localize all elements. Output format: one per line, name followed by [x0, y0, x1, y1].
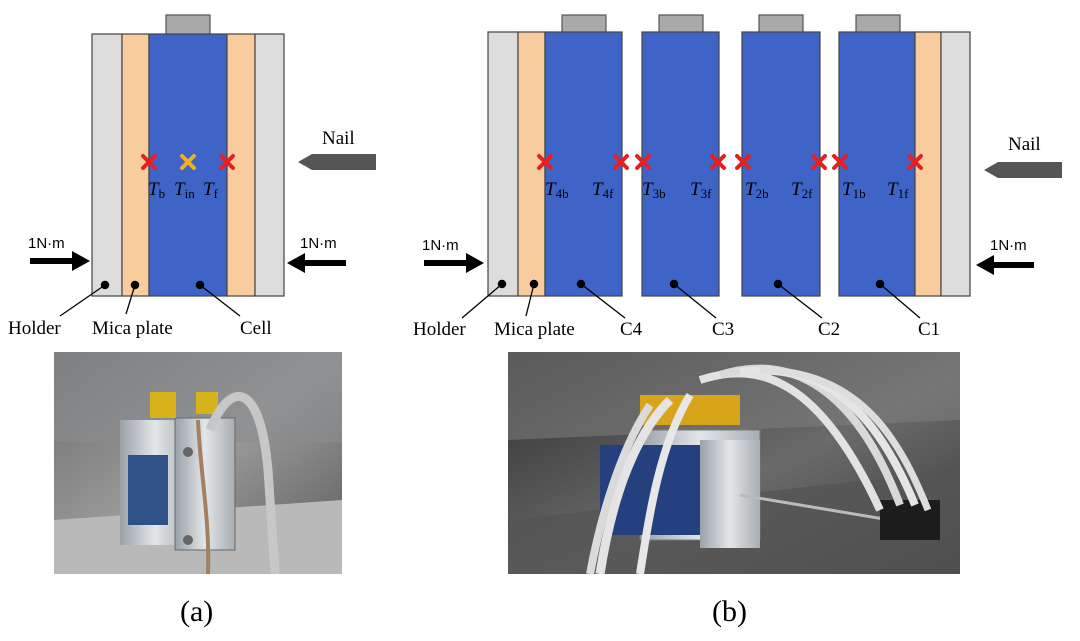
panel-b-label-t2f: T2f	[791, 179, 813, 201]
panel-b-schematic: T4b T4f T3b T3f T2b T2f T1b T1f Nail 1N·…	[413, 14, 1062, 340]
panel-b-markers	[537, 154, 923, 170]
panel-b-marker-t3f	[710, 154, 726, 170]
panel-b-holder-label: Holder	[413, 319, 466, 340]
panel-b-c2-label: C2	[818, 319, 840, 340]
panel-b-marker-t4f	[613, 154, 629, 170]
panel-b-torque-right-label: 1N·m	[990, 237, 1027, 254]
panel-a-marker-tb	[141, 154, 157, 170]
panel-b-c3-label: C3	[712, 319, 734, 340]
panel-b-cell-c4	[544, 31, 623, 297]
panel-b-cell-c3	[641, 31, 720, 297]
panel-b-label-t2b: T2b	[745, 179, 769, 201]
panel-a-label-tb: Tb	[148, 179, 165, 201]
panel-b-holder-left	[487, 31, 519, 297]
panel-a-nail-label: Nail	[322, 128, 355, 149]
panel-b-leaders	[461, 279, 921, 319]
panel-a-label-tf: Tf	[203, 179, 219, 201]
panel-a-torque-right-label: 1N·m	[300, 235, 337, 252]
panel-b-tab-c2	[758, 14, 804, 34]
panel-b-label-t1b: T1b	[842, 179, 866, 201]
panel-a-holder-label: Holder	[8, 318, 61, 339]
panel-a-photo	[54, 352, 342, 575]
panel-b-torque-right-arrow-icon	[976, 255, 1034, 275]
panel-a-nail-icon	[298, 154, 376, 170]
panel-b-label-t3f: T3f	[690, 179, 712, 201]
panel-b-cell-c2	[741, 31, 821, 297]
panel-a-schematic: Tb Tin Tf Nail 1N·m 1N·m Holder Mica pla…	[8, 14, 376, 339]
panel-b-tab-c4	[561, 14, 607, 34]
panel-b-nail-icon	[984, 162, 1062, 178]
panel-a-label-tin: Tin	[174, 179, 195, 201]
panel-b-marker-t2b	[735, 154, 751, 170]
panel-b-tab-c3	[658, 14, 704, 34]
panel-a-torque-left-label: 1N·m	[28, 235, 65, 252]
panel-b-caption: (b)	[712, 595, 747, 628]
panel-b-torque-left-label: 1N·m	[422, 237, 459, 254]
panel-b-c4-label: C4	[620, 319, 643, 340]
panel-a-leaders	[59, 280, 241, 317]
panel-b-tab-c1	[855, 14, 901, 34]
panel-b-marker-t1b	[832, 154, 848, 170]
panel-b-label-t4b: T4b	[545, 179, 569, 201]
panel-b-nail-label: Nail	[1008, 134, 1041, 155]
panel-b-marker-t2f	[811, 154, 827, 170]
panel-a-holder-right	[254, 33, 285, 297]
panel-a-cell-label: Cell	[240, 318, 272, 339]
panel-a-torque-right-arrow-icon	[287, 253, 346, 273]
panel-a-marker-tin	[180, 154, 196, 170]
panel-b-label-t4f: T4f	[592, 179, 614, 201]
panel-b-c1-label: C1	[918, 319, 940, 340]
panel-a-cell	[148, 33, 228, 297]
panel-a-mica-label: Mica plate	[92, 318, 173, 339]
panel-b-marker-t1f	[907, 154, 923, 170]
panel-b-torque-left-arrow-icon	[424, 253, 484, 273]
panel-b-marker-t3b	[635, 154, 651, 170]
panel-a-marker-tf	[219, 154, 235, 170]
panel-b-label-t1f: T1f	[887, 179, 909, 201]
panel-a-holder-left	[91, 33, 123, 297]
panel-b-mica-label: Mica plate	[494, 319, 575, 340]
panel-b-marker-t4b	[537, 154, 553, 170]
panel-a-torque-left-arrow-icon	[30, 251, 90, 271]
panel-b-label-t3b: T3b	[642, 179, 666, 201]
panel-b-photo	[508, 352, 960, 575]
panel-a-tab	[165, 14, 211, 36]
panel-b-cell-c1	[838, 31, 916, 297]
panel-b-holder-right	[940, 31, 971, 297]
panel-a-caption: (a)	[180, 595, 213, 628]
